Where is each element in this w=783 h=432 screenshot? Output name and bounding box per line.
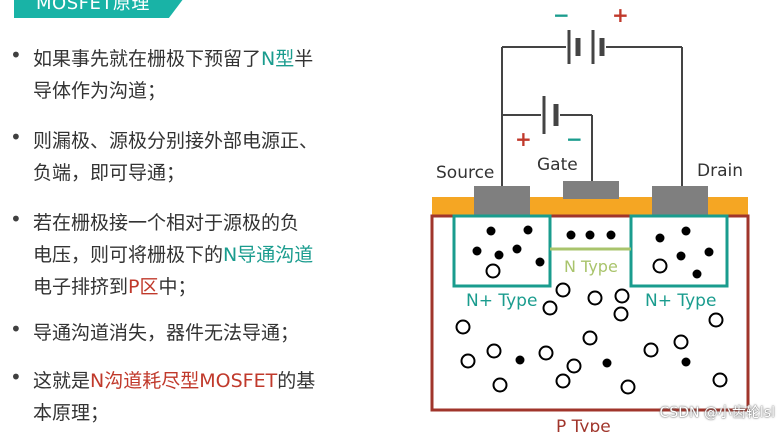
gate-contact	[563, 181, 619, 199]
hole-circle	[614, 288, 630, 304]
electron-dot	[676, 251, 686, 261]
battery-top-minus: −	[553, 3, 570, 27]
bullet-2-line-1: 则漏极、源极分别接外部电源正、	[33, 126, 318, 153]
hole-circle	[652, 258, 668, 274]
text-segment: P区	[128, 276, 159, 298]
drain-contact	[652, 186, 708, 216]
electrons-group	[472, 225, 714, 368]
text-segment: 导体作为沟道；	[33, 80, 167, 102]
electron-dot	[602, 358, 612, 368]
electron-dot	[523, 225, 533, 235]
hole-circle	[486, 343, 502, 359]
electron-dot	[704, 247, 714, 257]
n-plus-left-label: N+ Type	[466, 291, 537, 311]
hole-circle	[620, 379, 636, 395]
n-channel-label: N Type	[564, 257, 618, 276]
bullet-marker: •	[10, 207, 22, 231]
text-segment: 负端，即可导通；	[33, 162, 186, 184]
hole-circle	[542, 300, 558, 316]
text-segment: 电子排挤到	[33, 276, 129, 298]
hole-circle	[643, 342, 659, 358]
electron-dot	[472, 246, 482, 256]
p-substrate	[430, 214, 750, 412]
bullet-4-line-1: 导通沟道消失，器件无法导通；	[33, 318, 299, 345]
hole-circle	[555, 282, 571, 298]
bullet-list: • 如果事先就在栅极下预留了N型半导体作为沟道； • 则漏极、源极分别接外部电源正、负…	[10, 43, 318, 425]
bullet-3-line-2: 电压，则可将栅极下的N导通沟道	[33, 240, 313, 267]
electron-dot	[566, 230, 576, 240]
electron-dot	[655, 233, 665, 243]
text-segment: 半	[294, 48, 314, 70]
hole-circle	[712, 372, 728, 388]
text-segment: N导通沟道	[223, 244, 314, 266]
hole-circle	[566, 358, 582, 374]
electron-dot	[606, 230, 616, 240]
battery-gate-icon	[542, 96, 559, 134]
bullet-3-line-1: 若在栅极接一个相对于源极的负	[33, 208, 299, 235]
text-segment: 若在栅极接一个相对于源极的负	[33, 212, 300, 234]
electron-dot	[585, 230, 595, 240]
hole-circle	[460, 353, 476, 369]
electron-dot	[681, 226, 691, 236]
source-label: Source	[436, 163, 494, 183]
text-segment: 本原理；	[33, 402, 110, 424]
text-segment: 导通沟道消失，器件无法导通；	[33, 322, 300, 344]
electron-dot	[692, 269, 702, 279]
hole-circle	[455, 319, 471, 335]
text-segment: 如果事先就在栅极下预留了	[33, 48, 262, 70]
circuit-wires	[501, 46, 683, 188]
battery-top-icon	[567, 30, 605, 64]
battery-gate-plus: +	[515, 127, 532, 151]
hole-circle	[673, 334, 689, 350]
hole-circle	[492, 377, 508, 393]
text-segment: 中；	[158, 276, 197, 298]
n-plus-left-region	[452, 214, 552, 288]
bullet-marker: •	[10, 43, 22, 67]
bullet-marker: •	[10, 317, 22, 341]
source-contact	[474, 186, 530, 216]
bullet-marker: •	[10, 125, 22, 149]
bullet-3-line-3: 电子排挤到P区中；	[33, 272, 197, 299]
gate-label: Gate	[537, 155, 578, 175]
electron-dot	[512, 244, 522, 254]
electron-dot	[486, 226, 496, 236]
p-region-label: P Type	[556, 417, 611, 432]
text-segment: N型	[261, 48, 295, 70]
bullet-5-line-1: 这就是N沟道耗尽型MOSFET的基	[33, 366, 315, 393]
hole-circle	[555, 373, 571, 389]
text-segment: 则漏极、源极分别接外部电源正、	[33, 130, 319, 152]
hole-circle	[582, 330, 598, 346]
bullet-1-line-1: 如果事先就在栅极下预留了N型半	[33, 44, 313, 71]
bullet-marker: •	[10, 365, 22, 389]
electron-dot	[535, 257, 545, 267]
drain-label: Drain	[697, 161, 743, 181]
text-segment: 的基	[277, 370, 316, 392]
text-segment: 电压，则可将栅极下的	[33, 244, 224, 266]
bullet-5-line-2: 本原理；	[33, 398, 109, 425]
hole-circle	[708, 312, 724, 328]
watermark: CSDN @小齿轮lsl	[659, 405, 775, 421]
electron-dot	[681, 357, 691, 367]
electron-dot	[515, 355, 525, 365]
hole-circle	[587, 290, 603, 306]
battery-gate-minus: −	[566, 127, 583, 151]
n-plus-right-label: N+ Type	[645, 291, 716, 311]
hole-circle	[485, 263, 501, 279]
hole-circle	[613, 306, 629, 322]
text-segment: N沟道耗尽型MOSFET	[90, 370, 278, 392]
n-plus-right-region	[629, 214, 729, 288]
holes-group	[455, 258, 728, 395]
text-segment: 这就是	[33, 370, 91, 392]
battery-top-plus: +	[612, 3, 629, 27]
slide-title: MOSFET原理	[14, 0, 190, 18]
electron-dot	[494, 250, 504, 260]
bullet-2-line-2: 负端，即可导通；	[33, 158, 185, 185]
hole-circle	[538, 345, 554, 361]
bullet-1-line-2: 导体作为沟道；	[33, 76, 166, 103]
